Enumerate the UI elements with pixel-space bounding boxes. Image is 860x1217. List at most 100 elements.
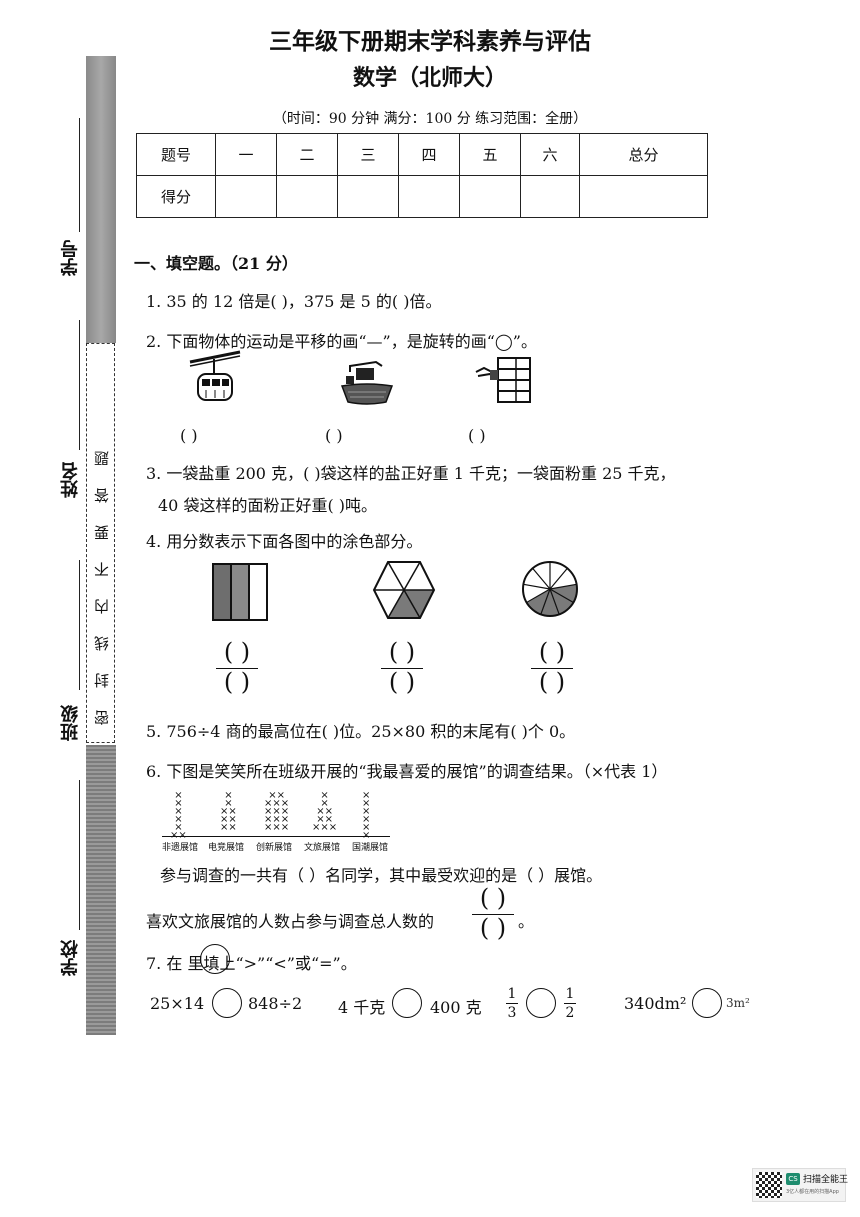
tally-chart [158,788,390,854]
score-table: 题号 一 二 三 四 五 六 总分 得分 [136,133,708,218]
table-cell: 六 [520,133,580,176]
question-6: 6. 下图是笑笑所在班级开展的“我最喜爱的展馆”的调查结果。（×代表 1） [146,762,668,781]
question-6-end: 。 [518,912,535,931]
exam-meta: （时间：90 分钟 满分：100 分 练习范围：全册） [272,111,588,127]
scanner-watermark: CS 扫描全能王 3亿人都在用的扫描App [752,1168,849,1202]
tally-column: ××××××× [170,790,187,841]
xingming-line [79,320,80,450]
tally-baseline [162,836,390,837]
compare-circle-a[interactable] [212,988,242,1018]
compare-d-right: 3m² [726,996,750,1010]
fraction-numerator[interactable]: ( ) [388,638,416,666]
answer-blank[interactable]: ( ) [325,426,343,445]
fraction-denominator[interactable]: ( ) [223,668,251,696]
compare-b-left: 4 千克 [338,998,386,1017]
table-cell: 二 [276,133,338,176]
question-6-line1: 参与调查的一共有（ ）名同学，其中最受欢迎的是（ ）展馆。 [160,866,603,885]
rectangle-figure [212,563,268,621]
app-badge: CS [786,1173,800,1185]
fraction-bar [472,914,514,915]
question-6-line2: 喜欢文旅展馆的人数占参与调查总人数的 [146,912,435,931]
fraction-bar [506,1003,518,1004]
seal-text: 密封线内不要答题 [93,429,111,725]
page-subtitle: 数学（北师大） [352,66,507,91]
fraction-numerator: 1 [507,986,517,1002]
score-input-total[interactable] [579,175,708,218]
fraction-numerator[interactable]: ( ) [479,884,507,912]
tally-category: 国潮展馆 [351,843,388,853]
sidebar-gray-top [86,56,116,343]
fraction-answer[interactable]: ( ) ( ) [527,640,577,698]
qr-code-icon [756,1172,782,1198]
banji-label: 班级 [60,705,81,741]
tally-column: ××××××××× [312,790,338,833]
question-4: 4. 用分数表示下面各图中的涂色部分。 [146,532,423,551]
section-heading: 一、填空题。（21 分） [134,254,298,273]
xuehao-label: 学号 [60,240,81,276]
xuexiao-label: 学校 [60,940,81,976]
tally-column: ×××××××××××××× [264,790,290,833]
compare-circle-example [200,944,230,974]
table-cell: 总分 [579,133,708,176]
tally-column: ×××××× [362,790,371,841]
fraction-bar [564,1003,576,1004]
table-cell: 一 [215,133,277,176]
score-input-6[interactable] [520,175,580,218]
xingming-label: 姓名 [60,462,81,498]
fraction-bar [216,668,258,669]
xuexiao-line [79,780,80,930]
score-input-5[interactable] [459,175,521,218]
question-1: 1. 35 的 12 倍是( )，375 是 5 的( )倍。 [146,292,442,311]
faucet-icon [340,360,394,405]
score-input-1[interactable] [215,175,277,218]
question-3-line1: 3. 一袋盐重 200 克，( )袋这样的盐正好重 1 千克；一袋面粉重 25 … [146,464,676,483]
sidebar-seal-box [86,343,115,743]
fraction-answer[interactable]: ( ) ( ) [212,640,262,698]
fraction-numerator[interactable]: ( ) [223,638,251,666]
compare-circle-c[interactable] [526,988,556,1018]
fraction-numerator: 1 [565,986,575,1002]
fraction-denominator[interactable]: ( ) [538,668,566,696]
compare-a-right: 848÷2 [248,994,303,1013]
table-cell: 得分 [136,175,216,218]
table-cell: 五 [459,133,521,176]
tally-category: 非遗展馆 [161,843,198,853]
table-row: 得分 [136,175,708,218]
fraction-bar [531,668,573,669]
compare-d-left: 340dm² [624,994,687,1013]
fraction-answer[interactable]: ( ) ( ) [468,886,518,944]
sidebar-gray-bottom [86,745,116,1035]
fraction-answer[interactable]: ( ) ( ) [377,640,427,698]
drawer-icon [475,357,531,403]
tally-category: 电竞展馆 [207,843,244,853]
score-input-3[interactable] [337,175,399,218]
table-cell: 题号 [136,133,216,176]
fraction-denominator[interactable]: ( ) [388,668,416,696]
compare-circle-b[interactable] [392,988,422,1018]
fraction-numerator[interactable]: ( ) [538,638,566,666]
hexagon-figure [372,561,436,619]
page-title: 三年级下册期末学科素养与评估 [269,29,591,55]
app-name: 扫描全能王 [803,1175,849,1185]
table-cell: 四 [398,133,460,176]
compare-circle-d[interactable] [692,988,722,1018]
compare-c-left: 1 3 [504,986,520,1021]
compare-a-left: 25×14 [150,994,205,1013]
tally-category: 创新展馆 [255,843,292,853]
fraction-bar [381,668,423,669]
tally-category: 文旅展馆 [303,843,340,853]
fraction-denominator: 2 [565,1005,575,1021]
banji-line [79,560,80,690]
answer-blank[interactable]: ( ) [180,426,198,445]
question-2: 2. 下面物体的运动是平移的画“—”，是旋转的画“◯”。 [146,332,537,351]
table-row: 题号 一 二 三 四 五 六 总分 [136,133,708,176]
score-input-2[interactable] [276,175,338,218]
fraction-denominator[interactable]: ( ) [479,914,507,942]
compare-c-right: 1 2 [562,986,578,1021]
question-7: 7. 在 里填上“>”“<”或“=”。 [146,954,357,973]
score-input-4[interactable] [398,175,460,218]
circle-figure [522,561,578,617]
tally-column: ×××××××× [220,790,237,833]
answer-blank[interactable]: ( ) [468,426,486,445]
xuehao-line [79,118,80,232]
